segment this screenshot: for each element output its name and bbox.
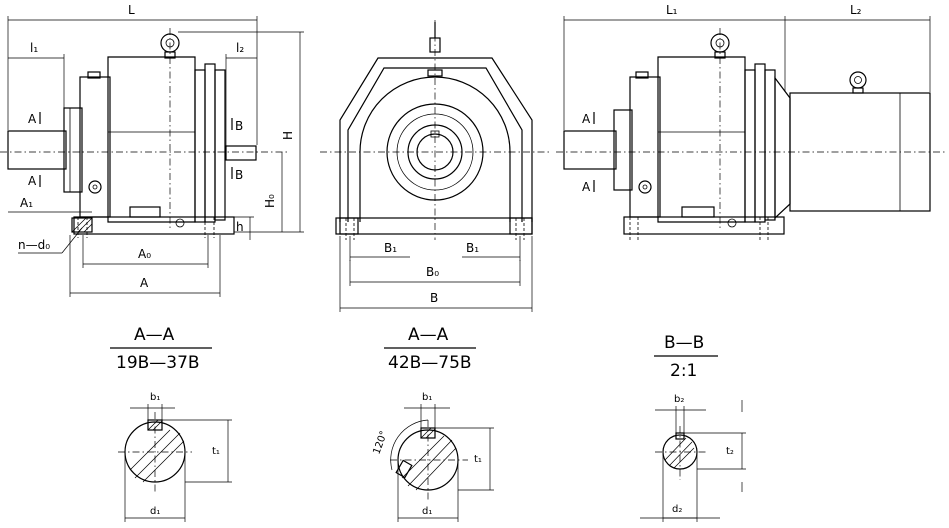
section-mark-A-bottom-2: A (582, 180, 591, 194)
dim-l1: l₁ (30, 41, 38, 55)
shaft-section-2: 120° b₁ t₁ d₁ (372, 392, 494, 522)
motor-view-dimensions: L₁ L₂ A A (563, 3, 931, 194)
dim-d1-s2: d₁ (422, 506, 432, 517)
section-mark-A-bottom: A (28, 174, 37, 188)
dim-L1: L₁ (666, 3, 678, 17)
section-title-1: A—A (134, 325, 175, 345)
dim-b1-s2: b₁ (422, 392, 432, 403)
dim-t2: t₂ (726, 446, 734, 457)
section-mark-A-top-2: A (582, 112, 591, 126)
dim-B1-left: B₁ (384, 241, 397, 255)
dim-l2: l₂ (236, 41, 244, 55)
dim-d2: d₂ (672, 504, 682, 515)
front-view-dimensions: B₁ B₁ B₀ B (339, 236, 533, 312)
section-title-2: A—A (408, 325, 449, 345)
dim-b1-s1: b₁ (150, 392, 160, 403)
dim-angle: 120° (372, 430, 391, 456)
side-view (0, 28, 290, 238)
section-subtitle-3: 2:1 (670, 361, 697, 381)
front-view (320, 20, 552, 240)
dim-B: B (430, 291, 438, 305)
dim-L: L (128, 3, 135, 17)
dim-H: H (281, 131, 295, 140)
motor-view (556, 28, 946, 240)
dim-n-d0: n—d₀ (18, 238, 50, 252)
dim-A0: A₀ (138, 247, 151, 261)
shaft-section-3: b₂ t₂ d₂ (640, 394, 746, 522)
dim-L2: L₂ (850, 3, 862, 17)
dim-d1-s1: d₁ (150, 506, 160, 517)
dim-A: A (140, 276, 149, 290)
section-subtitle-2: 42B—75B (388, 353, 472, 373)
section-mark-A-top: A (28, 112, 37, 126)
dim-B1-right: B₁ (466, 241, 479, 255)
side-view-dimensions: L l₁ l₂ H H₀ h A A B B A₁ (7, 3, 304, 297)
dim-h: h (236, 220, 244, 234)
section-mark-B-bottom: B (235, 168, 243, 182)
section-subtitle-1: 19B—37B (116, 353, 200, 373)
section-mark-B-top: B (235, 119, 243, 133)
shaft-section-1: b₁ t₁ d₁ (118, 392, 232, 522)
dim-b2: b₂ (674, 394, 684, 405)
dim-t1-s2: t₁ (474, 454, 482, 465)
dim-B0: B₀ (426, 265, 439, 279)
dim-H0: H₀ (263, 194, 277, 208)
dim-A1: A₁ (20, 196, 33, 210)
section-titles: A—A 19B—37B A—A 42B—75B B—B 2:1 (110, 325, 718, 381)
dim-t1-s1: t₁ (212, 446, 220, 457)
section-title-3: B—B (664, 333, 704, 353)
